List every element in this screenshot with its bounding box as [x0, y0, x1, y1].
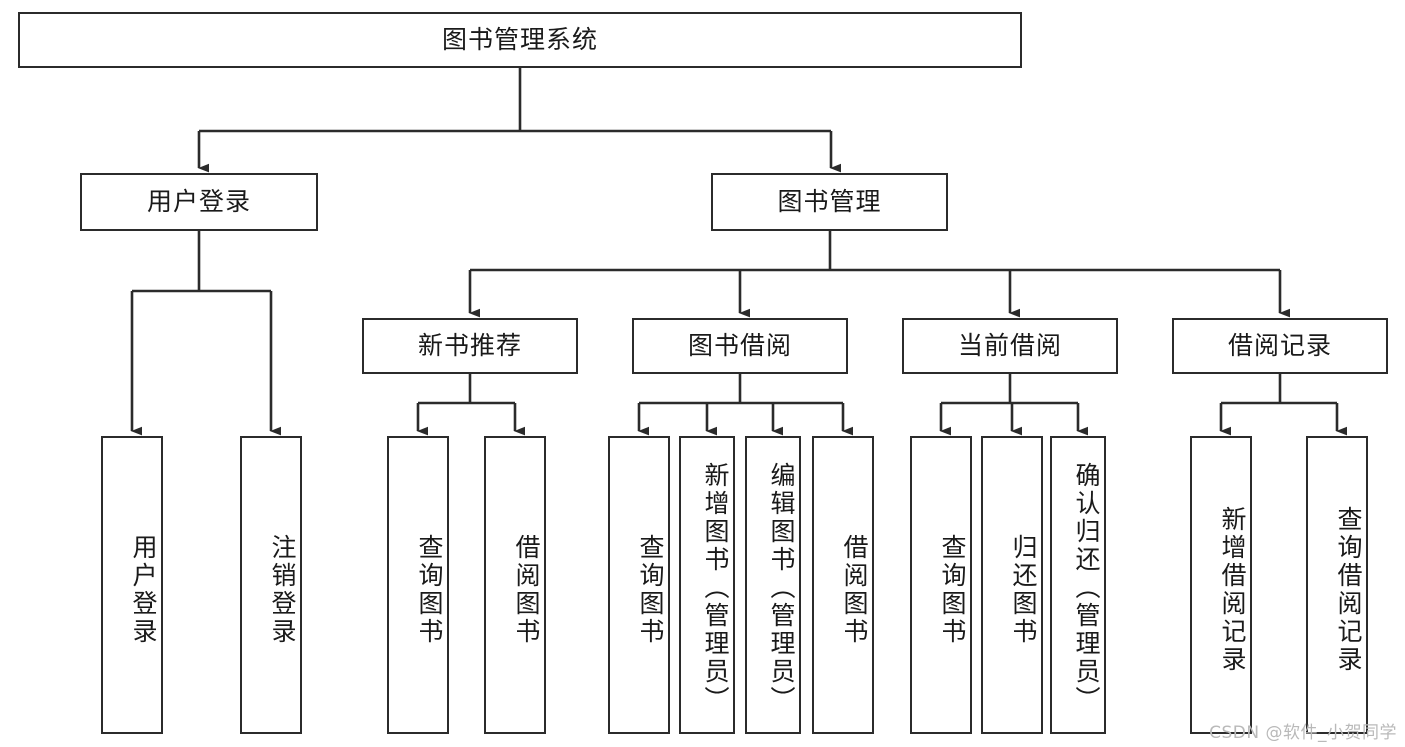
node-label: 编辑图书（管理员）: [767, 462, 796, 714]
node-label: 查询图书: [938, 534, 967, 646]
leaf-return-book[interactable]: 归还图书: [981, 436, 1043, 734]
leaf-query-book-recommend[interactable]: 查询图书: [387, 436, 449, 734]
csdn-watermark: CSDN @软件_小贺同学: [1209, 723, 1397, 743]
leaf-borrow-book-recommend[interactable]: 借阅图书: [484, 436, 546, 734]
node-new-book-recommend[interactable]: 新书推荐: [362, 318, 578, 374]
leaf-query-borrow-record[interactable]: 查询借阅记录: [1306, 436, 1368, 734]
leaf-query-book-current[interactable]: 查询图书: [910, 436, 972, 734]
leaf-add-book-admin[interactable]: 新增图书（管理员）: [679, 436, 735, 734]
leaf-logout[interactable]: 注销登录: [240, 436, 302, 734]
node-label: 注销登录: [268, 534, 297, 646]
node-label: 新增借阅记录: [1218, 506, 1247, 674]
leaf-edit-book-admin[interactable]: 编辑图书（管理员）: [745, 436, 801, 734]
node-label: 归还图书: [1009, 534, 1038, 646]
leaf-confirm-return-admin[interactable]: 确认归还（管理员）: [1050, 436, 1106, 734]
node-label: 图书管理系统: [441, 25, 598, 55]
node-label: 图书借阅: [687, 331, 792, 361]
leaf-add-borrow-record[interactable]: 新增借阅记录: [1190, 436, 1252, 734]
node-borrow-record[interactable]: 借阅记录: [1172, 318, 1388, 374]
leaf-query-book-borrow[interactable]: 查询图书: [608, 436, 670, 734]
node-current-borrow[interactable]: 当前借阅: [902, 318, 1118, 374]
node-label: 新增图书（管理员）: [701, 462, 730, 714]
leaf-user-login[interactable]: 用户登录: [101, 436, 163, 734]
leaf-borrow-book[interactable]: 借阅图书: [812, 436, 874, 734]
node-label: 新书推荐: [417, 331, 522, 361]
node-label: 用户登录: [129, 534, 158, 646]
node-label: 查询图书: [636, 534, 665, 646]
node-book-manage[interactable]: 图书管理: [711, 173, 948, 231]
node-label: 借阅图书: [512, 534, 541, 646]
node-user-login[interactable]: 用户登录: [80, 173, 318, 231]
node-label: 借阅记录: [1227, 331, 1332, 361]
node-label: 用户登录: [146, 187, 251, 217]
node-root-system[interactable]: 图书管理系统: [18, 12, 1022, 68]
node-label: 图书管理: [777, 187, 882, 217]
node-label: 当前借阅: [957, 331, 1062, 361]
node-label: 借阅图书: [840, 534, 869, 646]
node-label: 查询借阅记录: [1334, 506, 1363, 674]
node-label: 确认归还（管理员）: [1072, 462, 1101, 714]
node-label: 查询图书: [415, 534, 444, 646]
node-book-borrow[interactable]: 图书借阅: [632, 318, 848, 374]
